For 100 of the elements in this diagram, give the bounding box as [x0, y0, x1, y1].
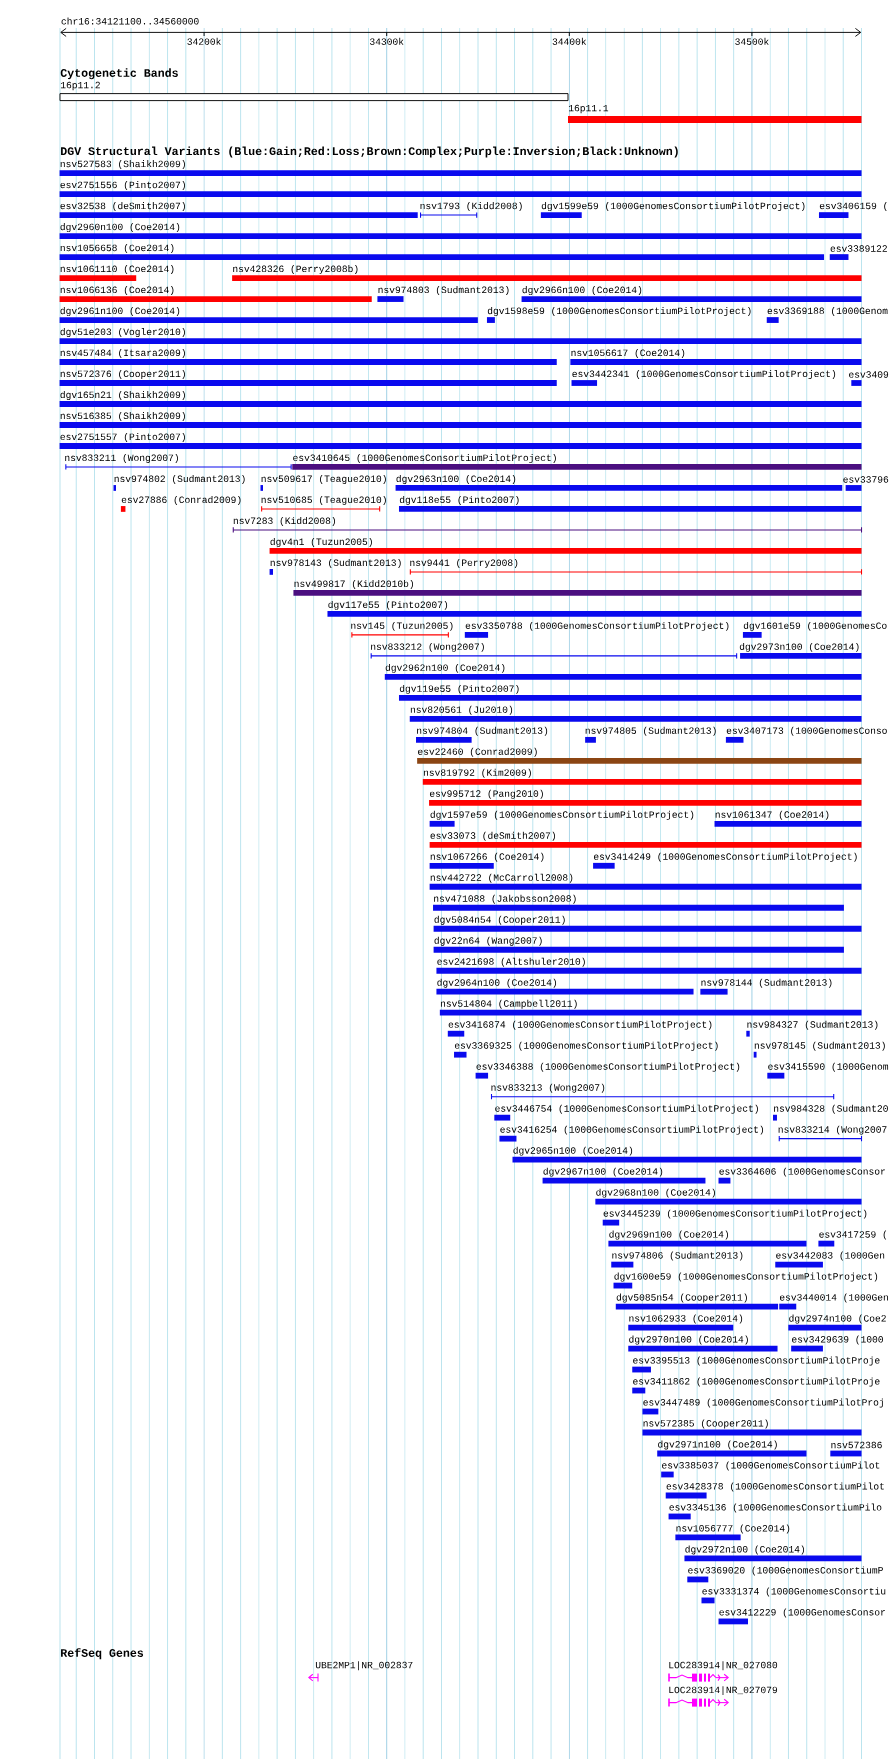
variant-label: dgv1601e59 (1000GenomesCo [743, 621, 887, 631]
variant-label: esv3385037 (1000GenomesConsortiumPilot [662, 1461, 880, 1471]
variant-label: nsv833212 (Wong2007) [371, 642, 484, 652]
variant-label: dgv2974n100 (Coe2 [789, 1314, 886, 1324]
ruler-label: chr16:34121100..34560000 [61, 17, 199, 25]
variant-label: esv3446754 (1000GenomesConsortiumPilotProject) [495, 1104, 758, 1114]
variant-label: nsv509617 (Teague2010) [261, 475, 386, 484]
variant-label: nsv1056658 (Coe2014) [60, 244, 174, 254]
tick-label: 34500k [735, 37, 769, 45]
variant-label: nsv974802 (Sudmant2013) [114, 475, 245, 484]
variant-label: esv3412229 (1000GenomesConsor [719, 1608, 885, 1618]
variant-label: dgv118e55 (Pinto2007) [399, 495, 519, 505]
variant-label: esv3364606 (1000GenomesConsor [719, 1167, 885, 1177]
variant-label: nsv1061347 (Coe2014) [715, 810, 829, 820]
variant-label: nsv7283 (Kidd2008) [233, 516, 335, 526]
variant-label: esv3415590 (1000Genom [768, 1062, 889, 1072]
variant-label: dgv5084n54 (Cooper2011) [434, 915, 565, 925]
variant-label: dgv2963n100 (Coe2014) [396, 475, 516, 484]
variant-label: esv995712 (Pang2010) [429, 789, 543, 799]
variant-label: dgv2961n100 (Coe2014) [60, 307, 180, 316]
variant-label: nsv9441 (Perry2008) [410, 558, 518, 568]
variant-label: nsv510685 (Teague2010) [261, 495, 386, 505]
tick-label: 34400k [552, 37, 587, 45]
variant-label: nsv974803 (Sudmant2013) [378, 286, 509, 295]
variant-label: dgv1599e59 (1000GenomesConsortiumPilotProject) [541, 202, 805, 212]
variant-label: esv3447489 (1000GenomesConsortiumPilotProj [643, 1398, 883, 1408]
gene-label: UBE2MP1|NR_002837 [315, 1661, 413, 1671]
variant-label: esv3410645 (1000GenomesConsortiumPilotProject) [293, 454, 556, 463]
variant-label: dgv2962n100 (Coe2014) [385, 663, 505, 673]
variant-label: esv3416874 (1000GenomesConsortiumPilotProject) [448, 1020, 712, 1030]
variant-label: nsv974804 (Sudmant2013) [417, 726, 548, 736]
variant-label: esv33796 [843, 476, 889, 483]
variant-label: nsv527583 (Shaikh2009) [60, 160, 185, 170]
variant-label: esv3417259 ( [819, 1230, 887, 1240]
variant-label: nsv978144 (Sudmant2013) [701, 978, 832, 988]
variant-label: esv3389122 [830, 245, 887, 252]
variant-label: dgv5085n54 (Cooper2011) [616, 1293, 747, 1303]
variant-label: nsv978143 (Sudmant2013) [270, 558, 401, 568]
variant-label: nsv457484 (Itsara2009) [60, 349, 185, 358]
variant-label: esv33073 (deSmith2007) [430, 831, 555, 841]
variant-label: esv3406159 ( [819, 202, 887, 212]
variant-label: nsv974805 (Sudmant2013) [585, 726, 716, 736]
variant-label: dgv4n1 (Tuzun2005) [270, 537, 372, 547]
variant-label: nsv820561 (Ju2010) [410, 705, 513, 715]
variant-label: dgv2966n100 (Coe2014) [522, 286, 642, 295]
variant-label: nsv1067266 (Coe2014) [430, 852, 544, 862]
variant-label: esv3395513 (1000GenomesConsortiumPilotProje [633, 1356, 880, 1366]
variant-label: nsv1061110 (Coe2014) [60, 265, 174, 274]
variant-label: esv3442341 (1000GenomesConsortiumPilotProject) [572, 370, 836, 379]
variant-label: nsv145 (Tuzun2005) [351, 621, 453, 631]
variant-label: esv2751556 (Pinto2007) [60, 181, 185, 191]
variant-label: esv3411862 (1000GenomesConsortiumPilotProje [633, 1377, 880, 1387]
variant-label: esv3442083 (1000Gen [776, 1251, 885, 1261]
gene-label: LOC283914|NR_027080 [669, 1661, 778, 1671]
variant-label: dgv2970n100 (Coe2014) [629, 1335, 748, 1345]
variant-label: nsv516385 (Shaikh2009) [60, 412, 185, 421]
band-label: 16p11.2 [60, 81, 100, 91]
variant-label: esv3369325 (1000GenomesConsortiumPilotProject) [454, 1041, 718, 1051]
variant-label: nsv984327 (Sudmant2013) [747, 1020, 878, 1030]
variant-label: nsv1793 (Kidd2008) [420, 202, 522, 212]
variant-label: nsv471088 (Jakobsson2008) [434, 894, 576, 904]
variant-label: esv3345136 (1000GenomesConsortiumPilo [669, 1503, 882, 1513]
variant-label: esv3331374 (1000GenomesConsortiu [702, 1587, 886, 1597]
band-label: 16p11.1 [568, 104, 609, 114]
variant-label: esv3445239 (1000GenomesConsortiumPilotProject) [603, 1209, 867, 1219]
variant-label: nsv819792 (Kim2009) [423, 768, 531, 778]
variant-label: dgv1600e59 (1000GenomesConsortiumPilotProject) [614, 1272, 878, 1282]
variant-label: esv3428378 (1000GenomesConsortiumPilot [666, 1482, 884, 1492]
variant-label: nsv974806 (Sudmant2013) [612, 1251, 743, 1261]
variant-label: esv3407173 (1000GenomesConso [726, 726, 887, 736]
variant-label: nsv1066136 (Coe2014) [60, 286, 174, 295]
variant-label: dgv2973n100 (Coe2014) [739, 642, 859, 652]
track-title: DGV Structural Variants (Blue:Gain;Red:Loss;Brown:Complex;Purple:Inversion;Black:Unknown) [61, 146, 678, 158]
variant-label: esv3350788 (1000GenomesConsortiumPilotProject) [465, 621, 729, 631]
variant-label: esv27886 (Conrad2009) [121, 495, 241, 505]
tick-label: 34300k [370, 37, 404, 45]
variant-label: esv3416254 (1000GenomesConsortiumPilotProject) [500, 1125, 764, 1135]
variant-label: nsv833211 (Wong2007) [65, 454, 178, 463]
variant-label: esv3346388 (1000GenomesConsortiumPilotProject) [476, 1062, 740, 1072]
variant-label: dgv51e203 (Vogler2010) [60, 328, 185, 337]
variant-label: dgv2960n100 (Coe2014) [60, 223, 180, 233]
variant-label: esv3409 [849, 371, 889, 378]
tick-label: 34200k [187, 37, 221, 45]
variant-label: nsv984328 (Sudmant20 [774, 1104, 888, 1114]
variant-label: nsv572376 (Cooper2011) [60, 370, 185, 379]
variant-label: nsv833213 (Wong2007) [491, 1083, 605, 1093]
variant-label: dgv2969n100 (Coe2014) [609, 1230, 728, 1240]
variant-label: esv2421698 (Altshuler2010) [437, 957, 585, 967]
variant-label: dgv119e55 (Pinto2007) [399, 684, 519, 694]
variant-label: esv3414249 (1000GenomesConsortiumPilotProject) [594, 852, 857, 862]
variant-label: nsv1056777 (Coe2014) [676, 1524, 790, 1534]
variant-label: nsv572386 [831, 1441, 882, 1449]
variant-label: dgv2965n100 (Coe2014) [513, 1146, 633, 1156]
track-title: RefSeq Genes [61, 1648, 144, 1660]
variant-label: dgv117e55 (Pinto2007) [328, 600, 448, 610]
gene-label: LOC283914|NR_027079 [669, 1686, 778, 1696]
variant-label: esv3369188 (1000Genom [767, 307, 888, 316]
variant-label: dgv2968n100 (Coe2014) [596, 1188, 715, 1198]
variant-label: nsv978145 (Sudmant2013) [754, 1041, 885, 1051]
variant-label: esv32538 (deSmith2007) [60, 202, 185, 212]
